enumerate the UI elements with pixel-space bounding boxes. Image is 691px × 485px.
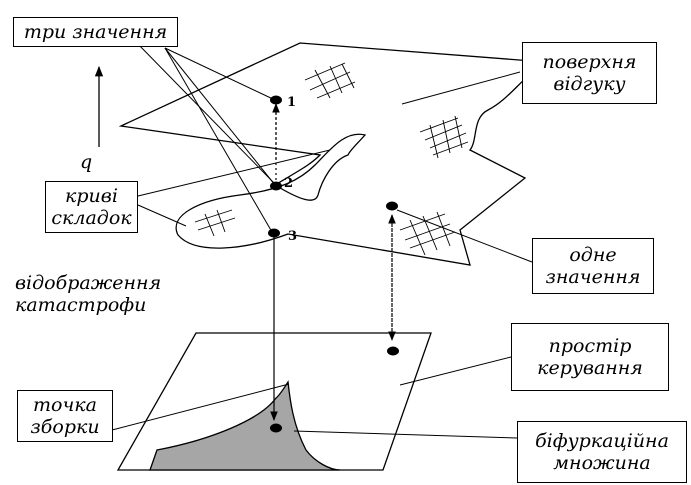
label-control-space: простір керування — [511, 323, 669, 391]
surface-hatching — [194, 62, 469, 256]
label-three-values: три значення — [13, 17, 178, 47]
label-cusp-point: точка зборки — [17, 390, 113, 442]
q-axis-label: q — [80, 151, 92, 173]
point-number-2: 2 — [284, 176, 293, 191]
projection-lines — [270, 103, 396, 421]
point-3 — [268, 228, 280, 238]
point-number-3: 3 — [288, 229, 297, 244]
label-bifurcation-set: біфуркаційна множина — [517, 421, 687, 483]
point-control — [387, 346, 399, 356]
state-points — [268, 95, 399, 433]
label-catastrophe-mapping: відображення катастрофи — [15, 272, 162, 316]
label-fold-curves: криві складок — [45, 181, 138, 233]
label-one-value: одне значення — [532, 238, 654, 294]
label-response-surface: поверхня відгуку — [522, 42, 657, 104]
point-number-1: 1 — [287, 95, 296, 110]
leader-lines — [111, 39, 533, 439]
point-2 — [270, 181, 282, 191]
response-surface — [118, 42, 547, 266]
point-cusp — [270, 423, 282, 433]
bifurcation-set — [149, 380, 341, 471]
point-one-value — [386, 201, 398, 211]
point-1 — [270, 95, 282, 105]
